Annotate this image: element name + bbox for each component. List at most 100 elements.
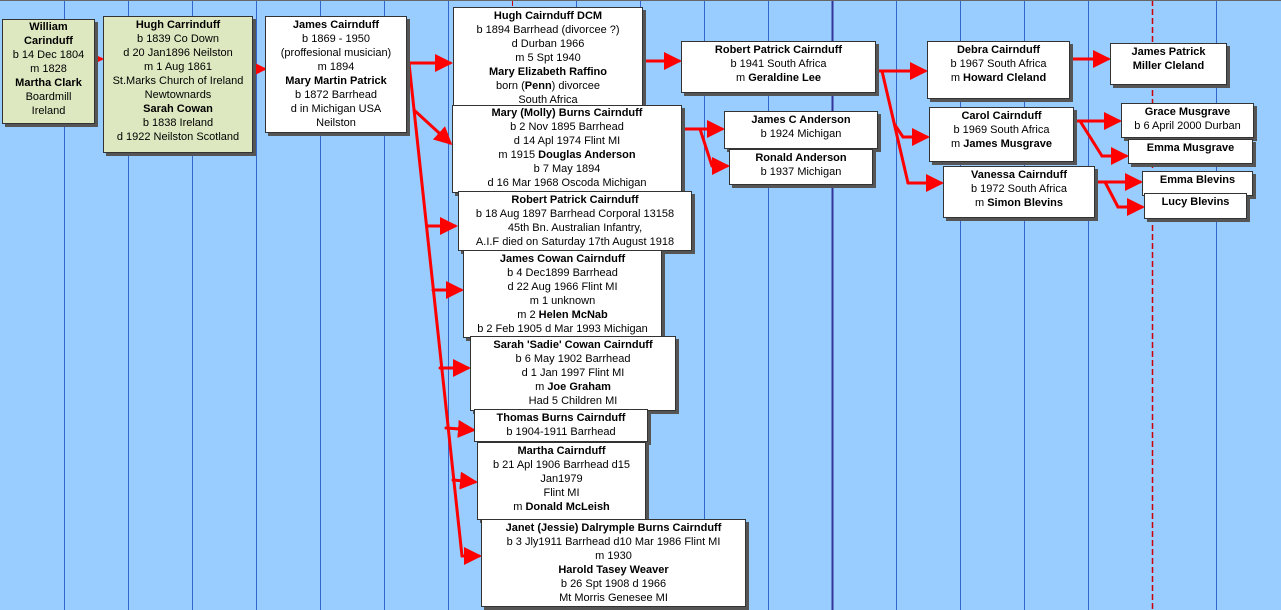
- person-detail-line: South Africa: [518, 94, 578, 106]
- person-detail-line: A.I.F died on Saturday 17th August 1918: [475, 236, 675, 248]
- person-detail-line: m 1894: [317, 61, 355, 73]
- person-name-line: Sarah Cowan: [143, 103, 213, 115]
- person-box-robert-patrick-cairnduff-1941: Robert Patrick Cairnduff b 1941 South Afr…: [681, 41, 876, 93]
- person-name-line: Ronald Anderson: [755, 152, 847, 164]
- person-name-line: Robert Patrick Cairnduff: [714, 44, 843, 56]
- spouse-prefix: born (: [496, 80, 525, 92]
- person-detail-line: b 14 Dec 1804: [12, 49, 85, 61]
- person-name-line: William: [29, 21, 68, 33]
- spouse-name: Howard Cleland: [963, 72, 1047, 84]
- person-box-robert-patrick-cairnduff-1897: Robert Patrick Cairnduff b 18 Aug 1897 Ba…: [458, 191, 692, 251]
- person-name-line: Emma Blevins: [1159, 174, 1236, 186]
- spouse-line: m Joe Graham: [474, 380, 672, 394]
- person-name-line: Sarah 'Sadie' Cowan Cairnduff: [493, 339, 653, 351]
- person-detail-line: Neilston: [316, 117, 356, 129]
- person-detail-line: Boardmill: [25, 91, 72, 103]
- spouse-suffix: ) divorcee: [551, 80, 600, 92]
- person-detail-line: b 21 Apl 1906 Barrhead d15: [492, 459, 630, 471]
- spouse-name: Geraldine Lee: [748, 72, 821, 84]
- person-box-ronald-anderson: Ronald Anderson b 1937 Michigan: [729, 149, 873, 185]
- person-name-line: Thomas Burns Cairnduff: [496, 412, 626, 424]
- person-detail-line: d 14 Apl 1974 Flint MI: [513, 135, 621, 147]
- person-detail-line: b 1967 South Africa: [950, 58, 1047, 70]
- person-detail-line: St.Marks Church of Ireland: [112, 75, 244, 87]
- spouse-prefix: m: [951, 138, 964, 150]
- person-name-line: Janet (Jessie) Dalrymple Burns Cairnduff: [505, 522, 722, 534]
- person-box-emma-musgrave: Emma Musgrave: [1128, 139, 1253, 164]
- spouse-line: m Howard Cleland: [931, 71, 1066, 85]
- person-detail-line: (proffesional musician): [280, 47, 392, 59]
- person-detail-line: Jan1979: [540, 473, 583, 485]
- person-name-line: Lucy Blevins: [1161, 196, 1230, 208]
- person-detail-line: b 1937 Michigan: [760, 166, 842, 178]
- person-detail-line: m 5 Spt 1940: [515, 52, 581, 64]
- spouse-line: m 1915 Douglas Anderson: [456, 148, 678, 162]
- spouse-name: Helen McNab: [538, 309, 608, 321]
- person-detail-line: b 3 Jly1911 Barrhead d10 Mar 1986 Flint …: [506, 536, 721, 548]
- person-box-thomas-burns-cairnduff: Thomas Burns Cairnduff b 1904-1911 Barrhe…: [474, 409, 648, 442]
- person-detail-line: b 6 May 1902 Barrhead: [515, 353, 631, 365]
- person-detail-line: b 1969 South Africa: [953, 124, 1050, 136]
- spouse-line: m James Musgrave: [933, 137, 1070, 151]
- person-detail-line: b 4 Dec1899 Barrhead: [507, 267, 618, 279]
- person-detail-line: Ireland: [31, 105, 66, 117]
- spouse-prefix: m: [950, 72, 964, 84]
- person-box-james-cairnduff: James Cairnduff b 1869 - 1950 (proffesiona…: [265, 16, 407, 133]
- person-detail-line: Newtownards: [144, 89, 212, 101]
- spouse-line: m 2 Helen McNab: [467, 308, 658, 322]
- person-detail-line: b 6 April 2000 Durban: [1134, 120, 1241, 132]
- spouse-line: m Donald McLeish: [481, 500, 642, 514]
- person-name-line: Mary (Molly) Burns Cairnduff: [491, 107, 643, 119]
- person-detail-line: 45th Bn. Australian Infantry,: [507, 222, 643, 234]
- spouse-line: born (Penn) divorcee: [457, 79, 639, 93]
- person-detail-line: b 1894 Barrhead (divorcee ?): [476, 24, 620, 36]
- person-detail-line: b 18 Aug 1897 Barrhead Corporal 13158: [475, 208, 675, 220]
- person-name-line: Robert Patrick Cairnduff: [511, 194, 639, 206]
- spouse-name: Joe Graham: [547, 381, 611, 393]
- person-detail-line: b 1838 Ireland: [142, 117, 214, 129]
- spouse-name: James Musgrave: [963, 138, 1052, 150]
- person-detail-line: b 1924 Michigan: [760, 128, 842, 140]
- spouse-prefix: m: [535, 381, 548, 393]
- person-name-line: James Patrick: [1131, 46, 1206, 58]
- person-detail-line: d 20 Jan1896 Neilston: [123, 47, 233, 59]
- person-detail-line: Flint MI: [543, 487, 580, 499]
- spouse-name: Donald McLeish: [525, 501, 610, 513]
- person-box-sarah-sadie-cairnduff: Sarah 'Sadie' Cowan Cairnduff b 6 May 190…: [470, 336, 676, 411]
- person-detail-line: m 1 unknown: [529, 295, 596, 307]
- person-detail-line: b 1869 - 1950: [302, 33, 370, 45]
- person-box-janet-jessie-cairnduff: Janet (Jessie) Dalrymple Burns Cairnduff…: [481, 519, 746, 607]
- person-detail-line: b 1904-1911 Barrhead: [506, 426, 616, 438]
- person-detail-line: b 1941 South Africa: [730, 58, 827, 70]
- person-name-line: James Cairnduff: [292, 19, 380, 31]
- person-detail-line: d Durban 1966: [511, 38, 585, 50]
- person-detail-line: b 1839 Co Down: [137, 33, 219, 45]
- spouse-prefix: m 1915: [498, 149, 539, 161]
- person-name-line: Mary Elizabeth Raffino: [489, 66, 607, 78]
- person-detail-line: b 26 Spt 1908 d 1966: [560, 578, 667, 590]
- spouse-name: Douglas Anderson: [538, 149, 636, 161]
- person-detail-line: d 22 Aug 1966 Flint MI: [507, 281, 618, 293]
- person-box-james-cowan-cairnduff: James Cowan Cairnduff b 4 Dec1899 Barrhea…: [463, 250, 662, 338]
- person-detail-line: d 16 Mar 1968 Oscoda Michigan: [487, 177, 647, 189]
- spouse-prefix: m: [974, 197, 988, 209]
- person-detail-line: d in Michigan USA: [290, 103, 382, 115]
- person-name-line: Martha Clark: [15, 77, 82, 89]
- person-name-line: James C Anderson: [751, 114, 851, 126]
- person-name-line: Emma Musgrave: [1146, 142, 1235, 154]
- person-detail-line: b 2 Feb 1905 d Mar 1993 Michigan: [477, 323, 648, 335]
- person-name-line: James Cowan Cairnduff: [499, 253, 626, 265]
- spouse-prefix: m 2: [517, 309, 539, 321]
- person-name-line: Carol Cairnduff: [961, 110, 1042, 122]
- person-name-line: Vanessa Cairnduff: [971, 169, 1067, 181]
- person-name-line: Miller Cleland: [1132, 60, 1205, 72]
- spouse-prefix: m: [736, 72, 749, 84]
